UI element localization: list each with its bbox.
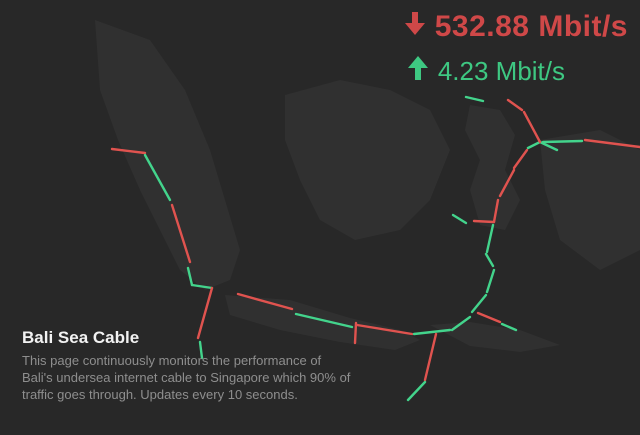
landmass-nusa xyxy=(430,322,560,352)
cable-segment xyxy=(110,147,147,155)
cable-segment xyxy=(355,323,414,336)
cable-segment xyxy=(406,380,427,402)
cable-segment xyxy=(236,292,294,311)
cable-segment xyxy=(353,321,358,345)
arrow-down-icon xyxy=(404,10,425,44)
arrow-up-icon xyxy=(407,56,428,87)
download-speed-value: 532.88 Mbit/s xyxy=(434,10,628,43)
download-speed: 532.88 Mbit/s xyxy=(404,10,628,44)
landmass-borneo xyxy=(285,80,450,240)
cable-segment xyxy=(190,283,214,290)
landmass-layer xyxy=(95,20,640,352)
landmass-east xyxy=(540,130,640,270)
cable-segments xyxy=(110,95,640,402)
cable-segment xyxy=(186,266,194,287)
cable-segment xyxy=(412,328,452,336)
cable-segment xyxy=(476,311,502,324)
cable-segment xyxy=(143,153,172,202)
cable-segment xyxy=(485,223,495,254)
info-description: This page continuously monitors the perf… xyxy=(22,353,351,402)
cable-segment xyxy=(450,315,472,332)
cable-segment xyxy=(423,332,438,382)
cable-segment xyxy=(198,340,204,360)
cable-segment xyxy=(294,312,354,329)
cable-segment xyxy=(464,95,485,103)
landmass-sulawesi xyxy=(465,105,520,230)
cable-segment xyxy=(492,198,500,224)
cable-segment xyxy=(472,219,496,224)
info-panel: Bali Sea Cable This page continuously mo… xyxy=(22,328,352,403)
upload-speed: 4.23 Mbit/s xyxy=(407,56,565,87)
cable-segment xyxy=(506,98,524,112)
cable-segment xyxy=(451,213,468,225)
cable-segment xyxy=(498,168,516,198)
cable-segment xyxy=(170,203,192,264)
cable-segment xyxy=(583,138,640,149)
cable-segment xyxy=(538,140,559,152)
cable-segment xyxy=(485,268,496,294)
cable-segment xyxy=(500,322,518,332)
cable-segment xyxy=(470,293,488,314)
cable-segment xyxy=(484,252,495,268)
cable-segment xyxy=(512,148,529,170)
cable-segment xyxy=(522,110,542,144)
upload-speed-value: 4.23 Mbit/s xyxy=(437,56,565,86)
landmass-sumatra xyxy=(95,20,240,290)
cable-segment xyxy=(541,139,584,144)
cable-segment xyxy=(196,286,214,340)
cable-segment xyxy=(526,140,542,150)
landmass-java xyxy=(225,295,420,350)
info-title: Bali Sea Cable xyxy=(22,328,140,347)
